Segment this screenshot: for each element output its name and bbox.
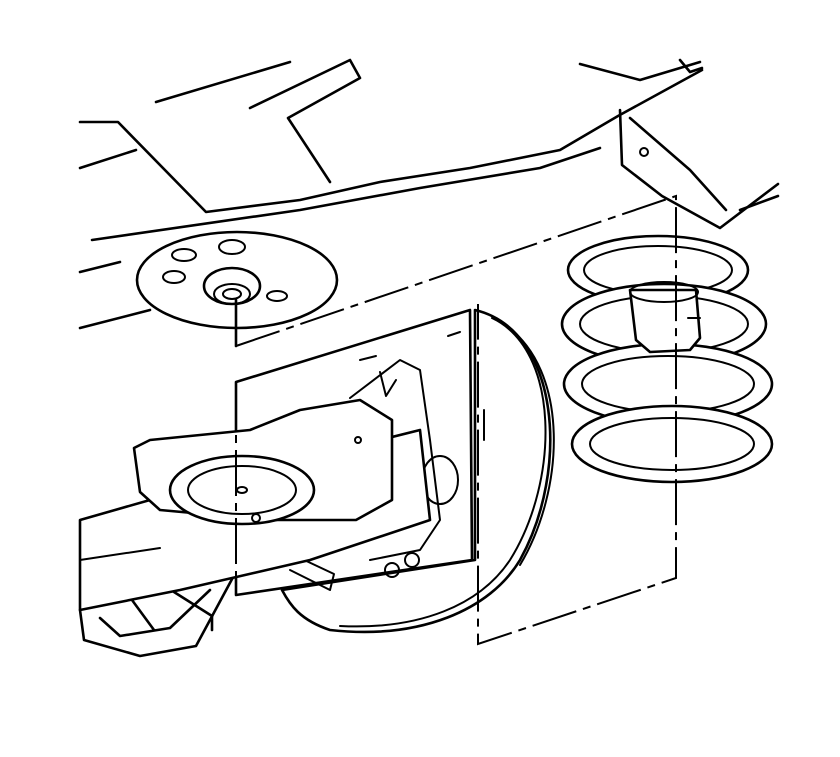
spring-insulator [628, 281, 702, 354]
alignment-lines [234, 194, 677, 646]
lower-spring-seat [168, 436, 362, 526]
coil-spring [560, 234, 774, 484]
vehicle-body-underside [78, 58, 780, 658]
